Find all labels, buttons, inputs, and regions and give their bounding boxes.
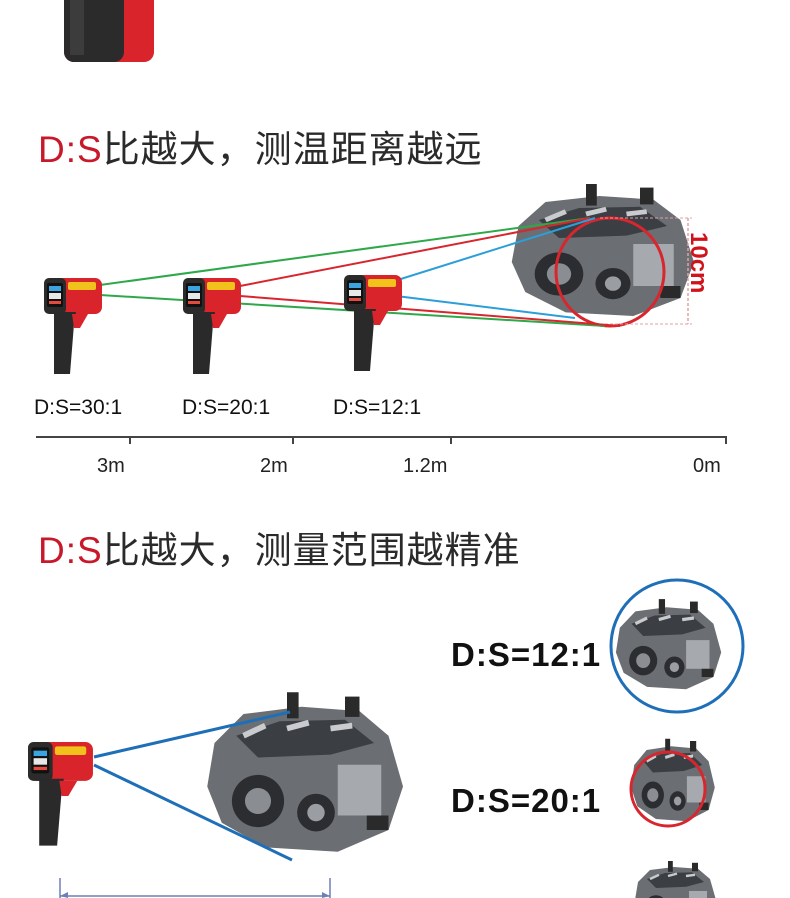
distance-label-1-2m: 1.2m (403, 455, 448, 477)
engine-icon (633, 859, 718, 898)
beam-red (239, 217, 621, 327)
ratio-label-12: D:S=12:1 (333, 396, 422, 419)
title-text: 比越大，测温距离越远 (102, 128, 483, 171)
range-circle-red (629, 750, 707, 828)
title-ds: D:S (38, 129, 103, 170)
size-label: 10cm (685, 232, 712, 294)
section1-title: D:S比越大，测温距离越远 (38, 131, 483, 168)
thermometer-gun-icon (28, 742, 93, 846)
distance-label-0m: 0m (693, 455, 721, 477)
beam-blue (387, 217, 596, 319)
section2-title: D:S比越大，测量范围越精准 (38, 532, 521, 569)
engine-icon (614, 597, 723, 691)
distance-label-3m: 3m (97, 455, 125, 477)
thermometer-gun-icon (344, 275, 402, 371)
distance-label-2m: 2m (260, 455, 288, 477)
thermometer-gun-icon (64, 0, 154, 62)
thermometer-gun-icon (183, 278, 241, 374)
range-circle-blue (609, 578, 745, 714)
ratio-label-12-large: D:S=12:1 (451, 636, 602, 673)
ratio-label-20: D:S=20:1 (182, 396, 271, 419)
engine-icon (512, 184, 694, 316)
title-ds: D:S (38, 530, 103, 571)
engine-icon (207, 692, 403, 852)
ratio-label-30: D:S=30:1 (34, 396, 123, 419)
title-text: 比越大，测量范围越精准 (102, 529, 521, 572)
ratio-label-20-large: D:S=20:1 (451, 782, 602, 819)
thermometer-gun-icon (44, 278, 102, 374)
beam-blue (93, 710, 293, 862)
